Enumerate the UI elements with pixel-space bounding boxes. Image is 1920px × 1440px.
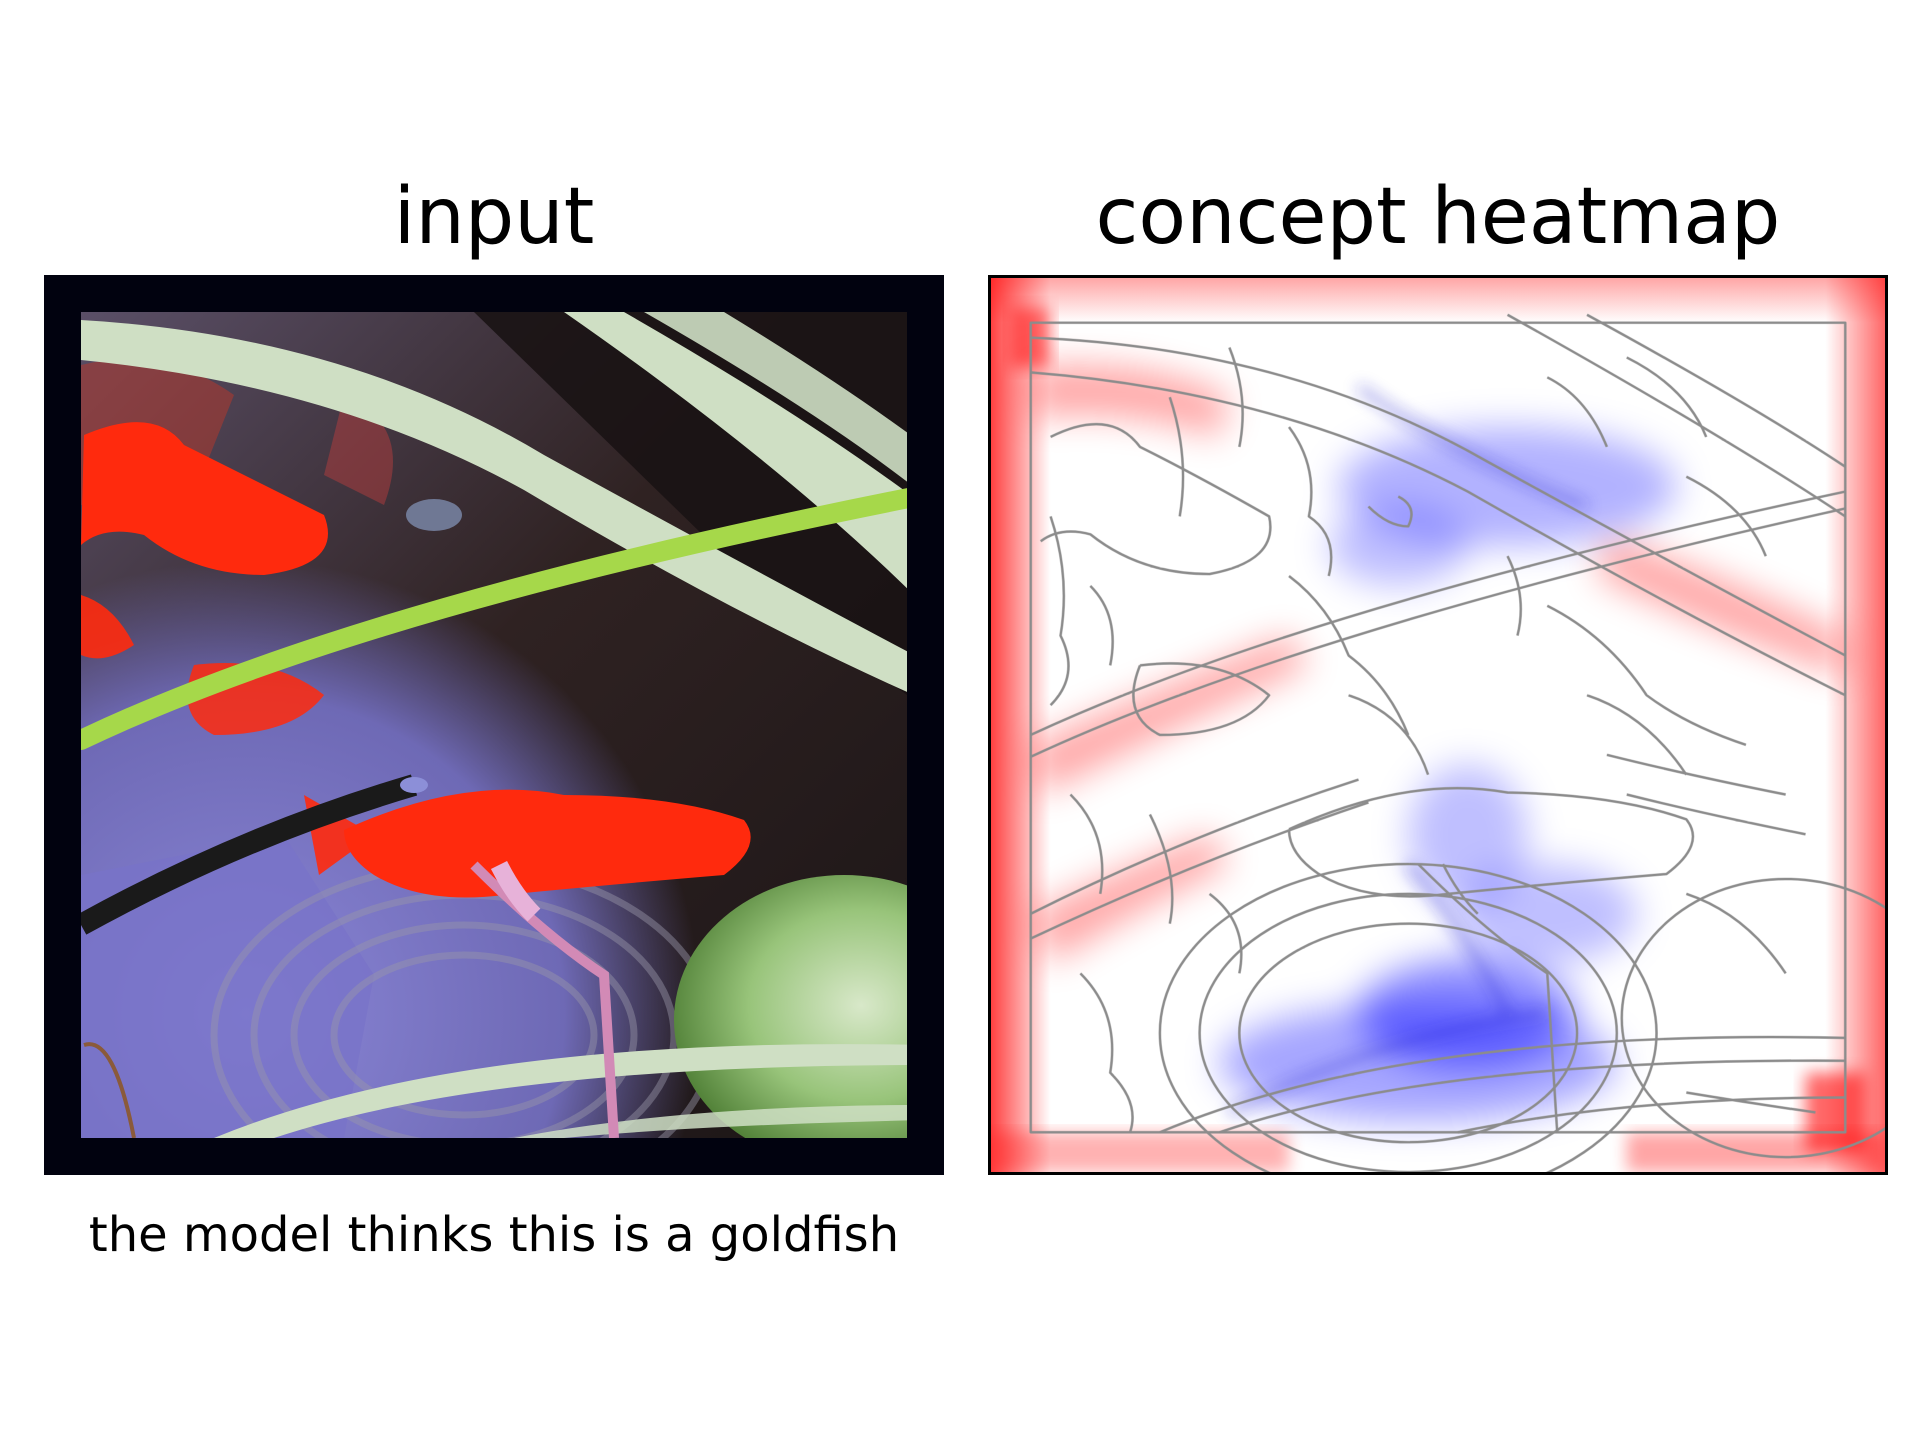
goldfish-pond-image bbox=[81, 312, 907, 1138]
heatmap-panel-title: concept heatmap bbox=[1095, 172, 1781, 262]
input-panel-title: input bbox=[393, 172, 595, 262]
concept-heatmap-image bbox=[991, 278, 1885, 1172]
input-image-panel bbox=[44, 275, 944, 1175]
prediction-caption: the model thinks this is a goldfish bbox=[88, 1207, 900, 1263]
concept-heatmap-panel bbox=[988, 275, 1888, 1175]
